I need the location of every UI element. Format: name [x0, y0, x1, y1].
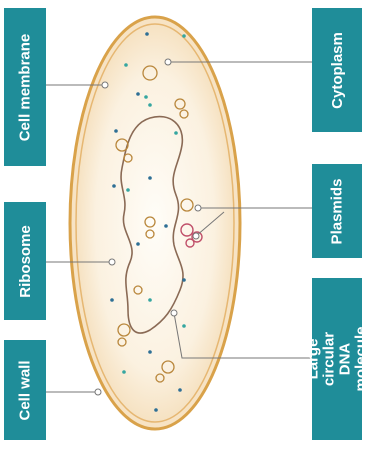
label-plasmids: Plasmids — [312, 164, 362, 258]
dna-label: Large circular DNA molecule — [305, 326, 366, 391]
cell-membrane-label: Cell membrane — [17, 33, 34, 141]
label-cytoplasm: Cytoplasm — [312, 8, 362, 132]
cell-wall-label: Cell wall — [17, 360, 34, 420]
label-ribosome: Ribosome — [4, 202, 46, 320]
label-cell-membrane: Cell membrane — [4, 8, 46, 166]
cytoplasm-label: Cytoplasm — [329, 32, 346, 109]
label-cell-wall: Cell wall — [4, 340, 46, 440]
plasmids-label: Plasmids — [329, 178, 346, 244]
ribosome-label: Ribosome — [17, 225, 34, 298]
label-dna: Large circular DNA molecule — [312, 278, 362, 440]
